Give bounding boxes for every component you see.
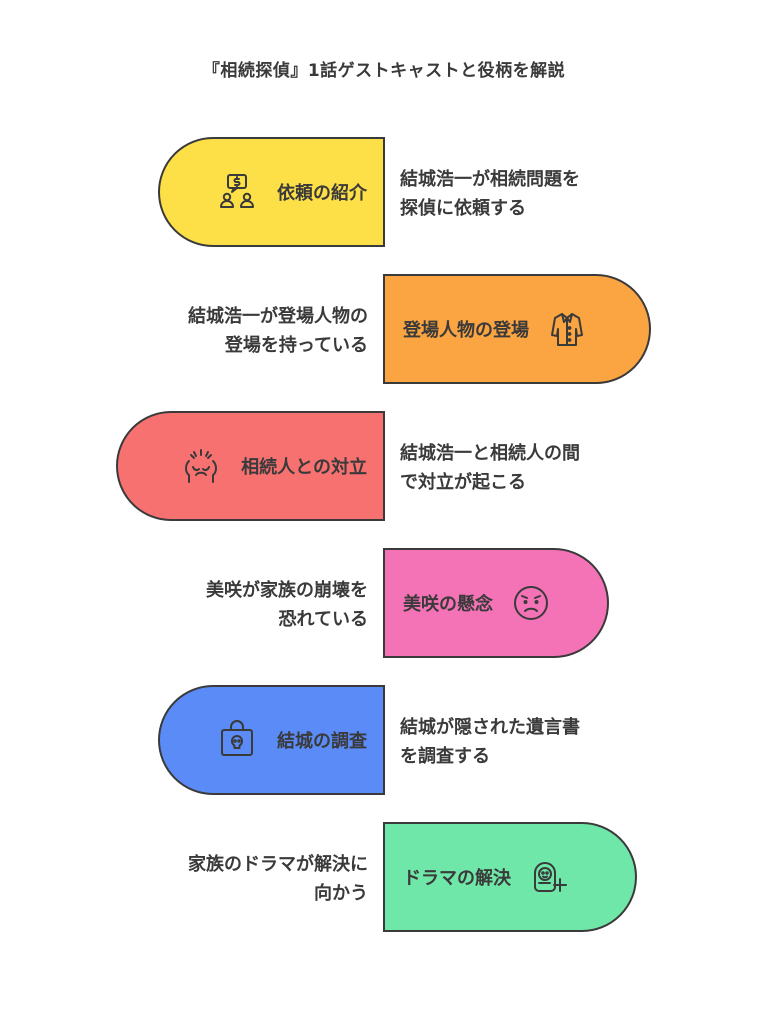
step-description: 結城浩一が登場人物の 登場を持っている bbox=[188, 306, 368, 356]
step-label: ドラマの解決 bbox=[403, 868, 511, 889]
step-description: 結城浩一が相続問題を 探偵に依頼する bbox=[400, 169, 580, 219]
shirt-icon bbox=[551, 313, 583, 346]
step-heir-conflict: 相続人との対立 bbox=[116, 411, 385, 521]
money-request-icon bbox=[220, 174, 254, 208]
step-label: 結城の調査 bbox=[277, 731, 367, 752]
step-description: 結城が隠された遺言書 を調査する bbox=[400, 717, 580, 767]
step-yuki-investigation: 結城の調査 bbox=[158, 685, 385, 795]
page-title: 『相続探偵』1話ゲストキャストと役柄を解説 bbox=[202, 61, 566, 81]
step-label: 登場人物の登場 bbox=[403, 320, 529, 341]
step-description: 美咲が家族の崩壊を 恐れている bbox=[206, 580, 368, 630]
step-label: 依頼の紹介 bbox=[277, 183, 367, 204]
stressed-head-icon bbox=[185, 449, 218, 483]
step-misaki-concern: 美咲の懸念 bbox=[383, 548, 609, 658]
step-description: 家族のドラマが解決に 向かう bbox=[188, 854, 368, 904]
baby-care-icon bbox=[534, 862, 567, 892]
step-characters-appear: 登場人物の登場 bbox=[383, 274, 651, 384]
toxic-bag-icon bbox=[221, 720, 253, 756]
step-drama-resolution: ドラマの解決 bbox=[383, 822, 637, 932]
worried-face-icon bbox=[514, 586, 548, 620]
step-request-intro: 依頼の紹介 bbox=[158, 137, 385, 247]
step-description: 結城浩一と相続人の間 で対立が起こる bbox=[400, 443, 580, 493]
step-label: 相続人との対立 bbox=[241, 457, 367, 478]
step-label: 美咲の懸念 bbox=[403, 594, 493, 615]
